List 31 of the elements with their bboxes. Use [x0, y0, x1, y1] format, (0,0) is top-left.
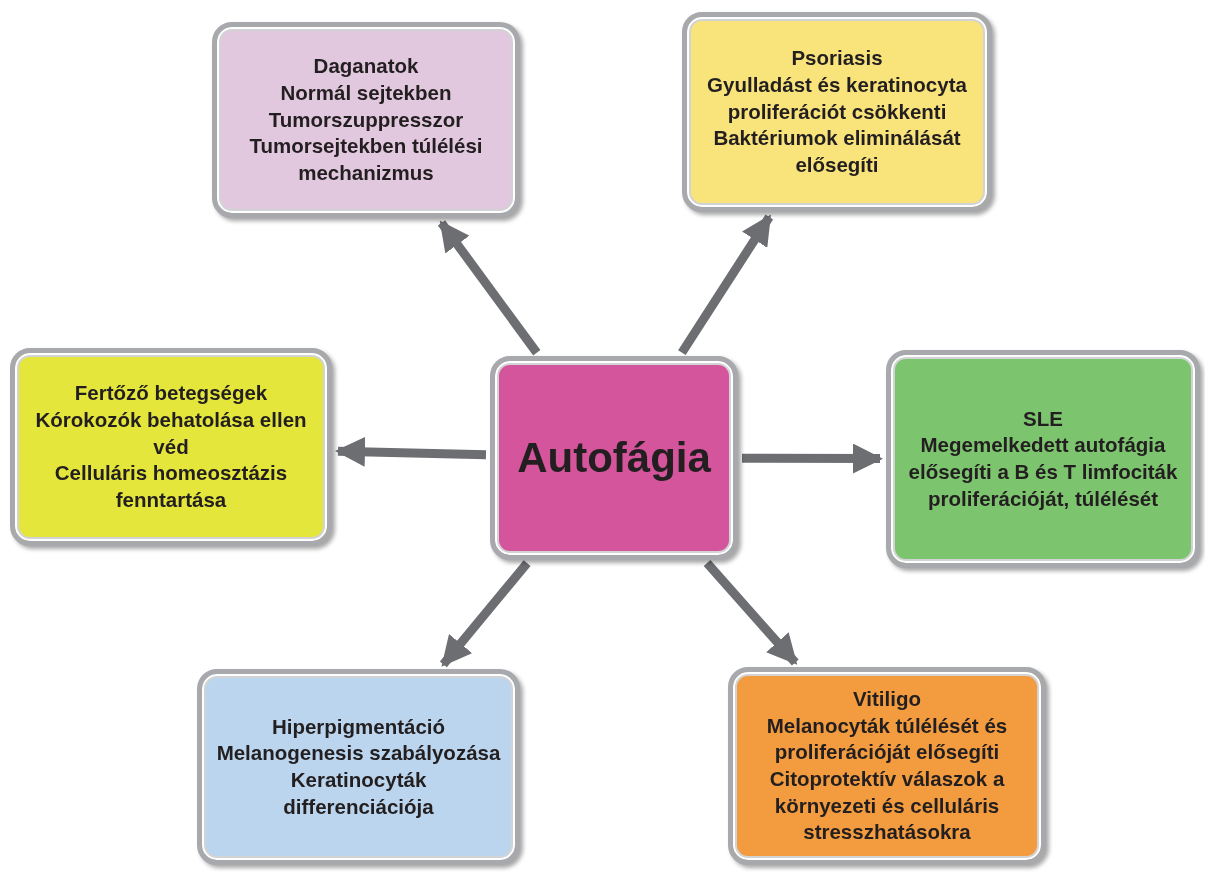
box-heading: SLE: [1023, 405, 1063, 432]
topic-box: [682, 12, 992, 212]
topic-box: [212, 22, 520, 218]
box-text: Gyulladást és keratinocyta proliferációt csökkenti: [706, 72, 968, 125]
arrow: [703, 560, 799, 666]
box-text: Tumorsejtekben túlélési mechanizmus: [248, 133, 484, 186]
box-heading: Hiperpigmentáció: [271, 713, 446, 740]
box-heading: Vitiligo: [853, 686, 921, 713]
box-text: Melanogenesis szabályozása: [216, 740, 501, 767]
topic-box: [197, 669, 520, 865]
arrow: [678, 214, 774, 356]
box-text: Megemelkedett autofágia elősegíti a B és T limfociták proliferációját, túlélését: [907, 432, 1179, 512]
arrow: [439, 560, 531, 668]
arrow: [742, 443, 883, 474]
box-heading: Psoriasis: [791, 45, 883, 72]
box-text: Citoprotektív válaszok a környezeti és celluláris stresszhatásokra: [768, 766, 1006, 846]
topic-box: [728, 667, 1046, 865]
arrow: [335, 436, 487, 467]
topic-box: [886, 350, 1200, 568]
box-text: Baktériumok eliminálását elősegíti: [712, 125, 962, 178]
box-text: Normál sejtekben Tumorszuppresszor: [267, 80, 465, 133]
box-heading: Daganatok: [313, 53, 419, 80]
box-text: Kórokozók behatolása ellen véd: [34, 407, 308, 460]
box-text: Melanocyták túlélését és proliferációját elősegíti: [765, 712, 1009, 766]
topic-box: [10, 348, 332, 546]
box-text: Celluláris homeosztázis fenntartása: [53, 460, 289, 513]
box-text: Keratinocyták differenciációja: [282, 767, 435, 820]
box-heading: Fertőző betegségek: [74, 380, 268, 407]
central-box: [490, 356, 738, 560]
box-heading: Autofágia: [517, 434, 711, 482]
arrow: [437, 220, 541, 356]
